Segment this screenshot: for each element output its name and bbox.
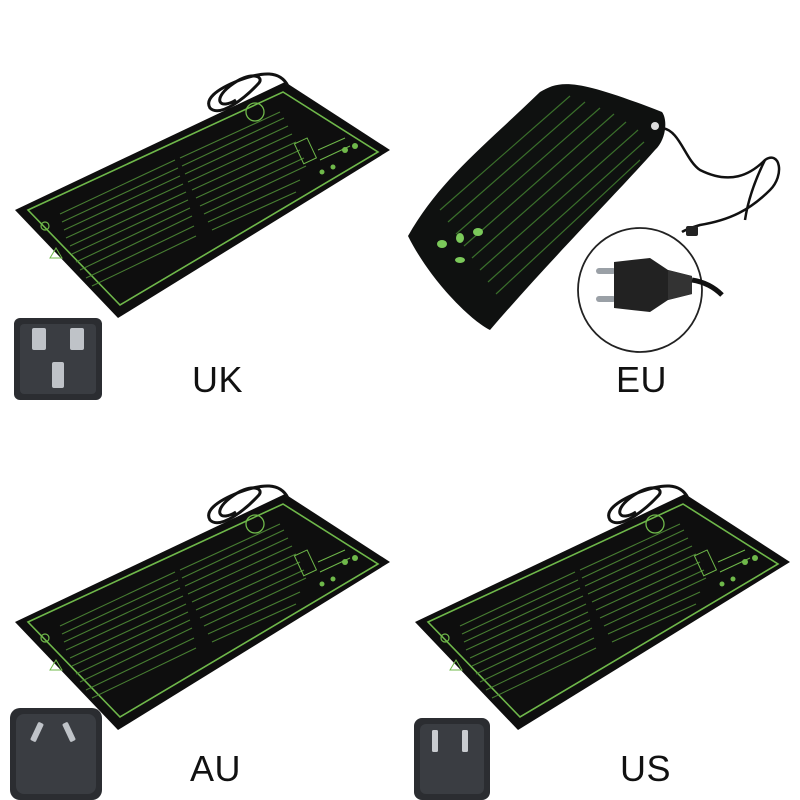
- panel-us: US: [400, 400, 800, 800]
- au-plug-icon: [10, 708, 102, 800]
- heat-mat-image: [10, 484, 392, 800]
- region-label: UK: [192, 359, 244, 400]
- uk-plug-icon: [14, 318, 102, 400]
- region-label: EU: [616, 359, 668, 400]
- heat-mat-image: [13, 72, 392, 400]
- region-label: US: [620, 748, 672, 789]
- panel-uk: UK: [0, 0, 400, 400]
- heat-mat-image: [413, 484, 792, 800]
- panel-eu: EU: [400, 0, 800, 400]
- eu-plug-icon: [596, 258, 724, 312]
- heat-mat-image: [408, 84, 781, 353]
- us-plug-icon: [414, 718, 490, 800]
- panel-au: AU: [0, 400, 400, 800]
- region-label: AU: [190, 748, 242, 789]
